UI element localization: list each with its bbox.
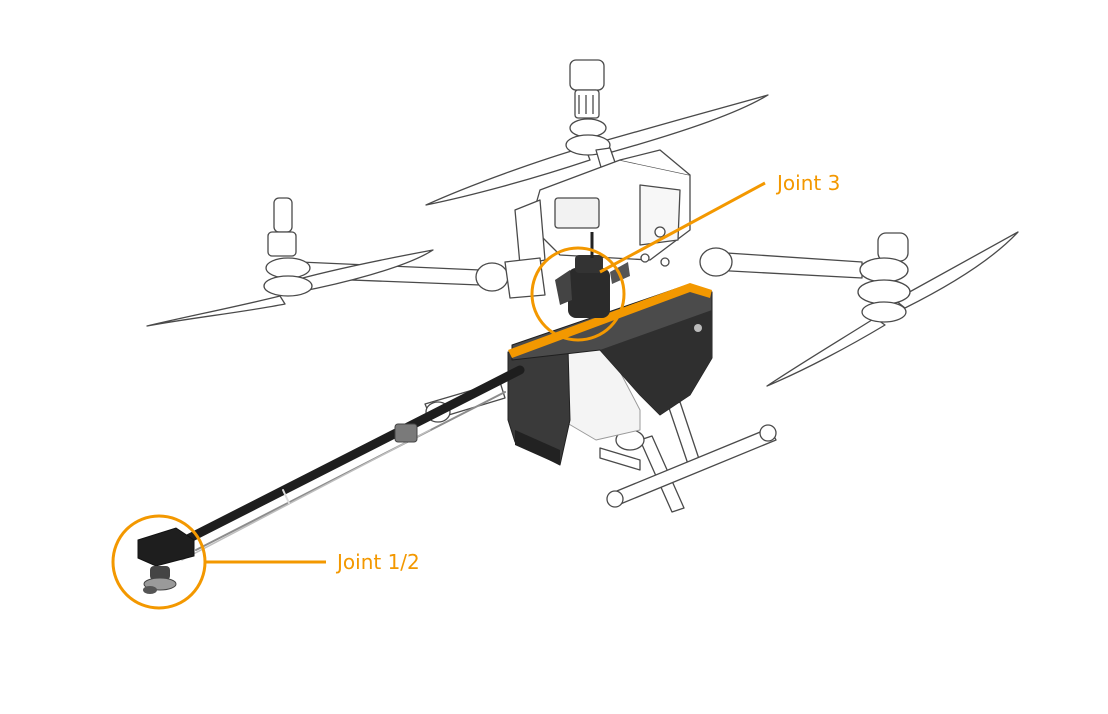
joint3-marker — [530, 246, 626, 342]
joint12-label: Joint 1/2 — [337, 550, 420, 574]
sensor-payload — [507, 232, 713, 466]
landing-gear — [599, 401, 777, 513]
drone-body — [514, 149, 691, 267]
extension-boom — [165, 365, 525, 561]
joint3-label: Joint 3 — [777, 171, 841, 195]
right-rotor — [699, 231, 1019, 387]
rear-propeller — [599, 94, 769, 153]
right-arm — [711, 251, 863, 279]
end-effector — [137, 527, 195, 594]
joint3-callout — [530, 181, 766, 342]
rear-propeller-left — [425, 146, 591, 206]
joint3-leader — [599, 181, 766, 274]
joint12-callout — [111, 514, 326, 610]
left-rotor — [146, 197, 546, 327]
